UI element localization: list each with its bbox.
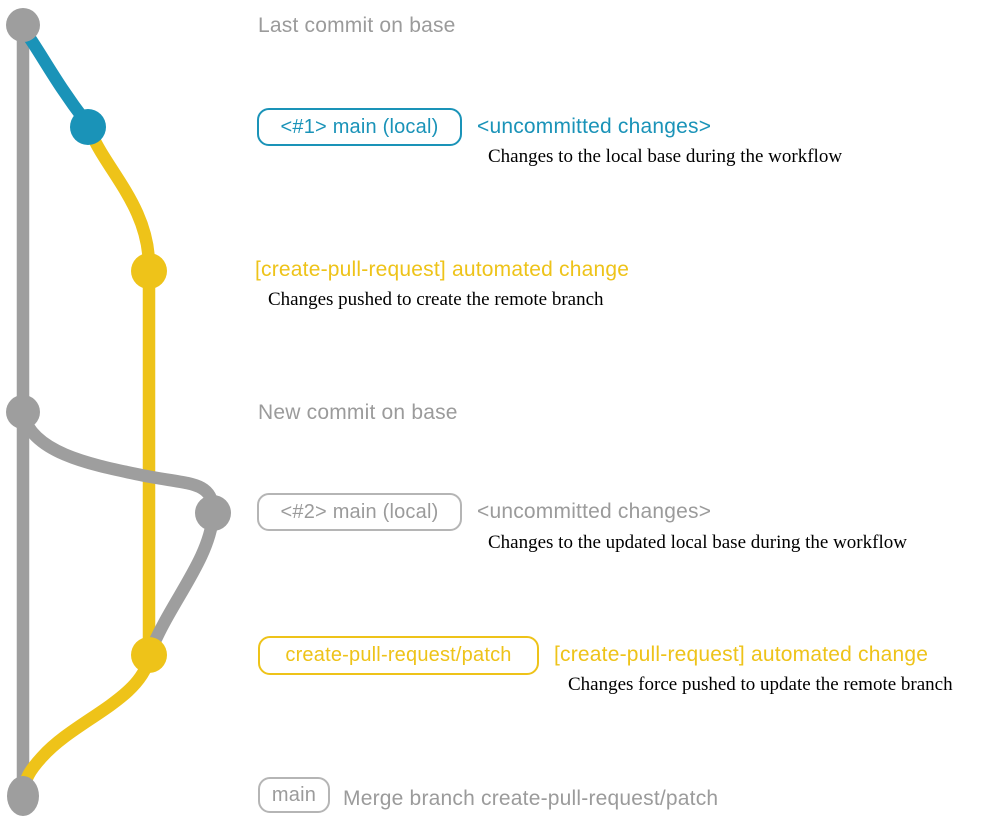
commit-dot-local-main-1 [70, 109, 106, 145]
caption-new-commit-on-base: New commit on base [258, 401, 458, 424]
note-updated-local-base-changes: Changes to the updated local base during… [488, 532, 907, 553]
caption-uncommitted-changes-1: <uncommitted changes> [477, 115, 712, 138]
commit-dot-patch-2 [131, 637, 167, 673]
branch-curve-patch-start [84, 126, 156, 273]
badge-main: main [258, 777, 330, 813]
branch-curve-rebase [144, 509, 220, 657]
commit-dot-merge [7, 776, 39, 816]
caption-uncommitted-changes-2: <uncommitted changes> [477, 500, 712, 523]
branch-curve-local-main [18, 24, 93, 129]
branch-curve-base-update [16, 407, 220, 518]
note-changes-force-pushed: Changes force pushed to update the remot… [568, 674, 953, 695]
branch-curve-patch-merge [17, 651, 156, 799]
commit-dot-new-base [6, 395, 40, 429]
commit-dot-local-main-2 [195, 495, 231, 531]
commit-dot-patch-1 [131, 253, 167, 289]
caption-last-commit-on-base: Last commit on base [258, 14, 456, 37]
caption-merge-branch: Merge branch create-pull-request/patch [343, 787, 719, 810]
commit-dot-last-base [6, 8, 40, 42]
note-changes-pushed: Changes pushed to create the remote bran… [268, 289, 604, 310]
caption-automated-change-1: [create-pull-request] automated change [255, 258, 630, 281]
note-local-base-changes: Changes to the local base during the wor… [488, 146, 843, 167]
badge-main-local-2: <#2> main (local) [257, 493, 462, 531]
caption-automated-change-2: [create-pull-request] automated change [554, 643, 929, 666]
badge-main-local-1: <#1> main (local) [257, 108, 462, 146]
badge-create-pull-request-patch: create-pull-request/patch [258, 636, 539, 675]
